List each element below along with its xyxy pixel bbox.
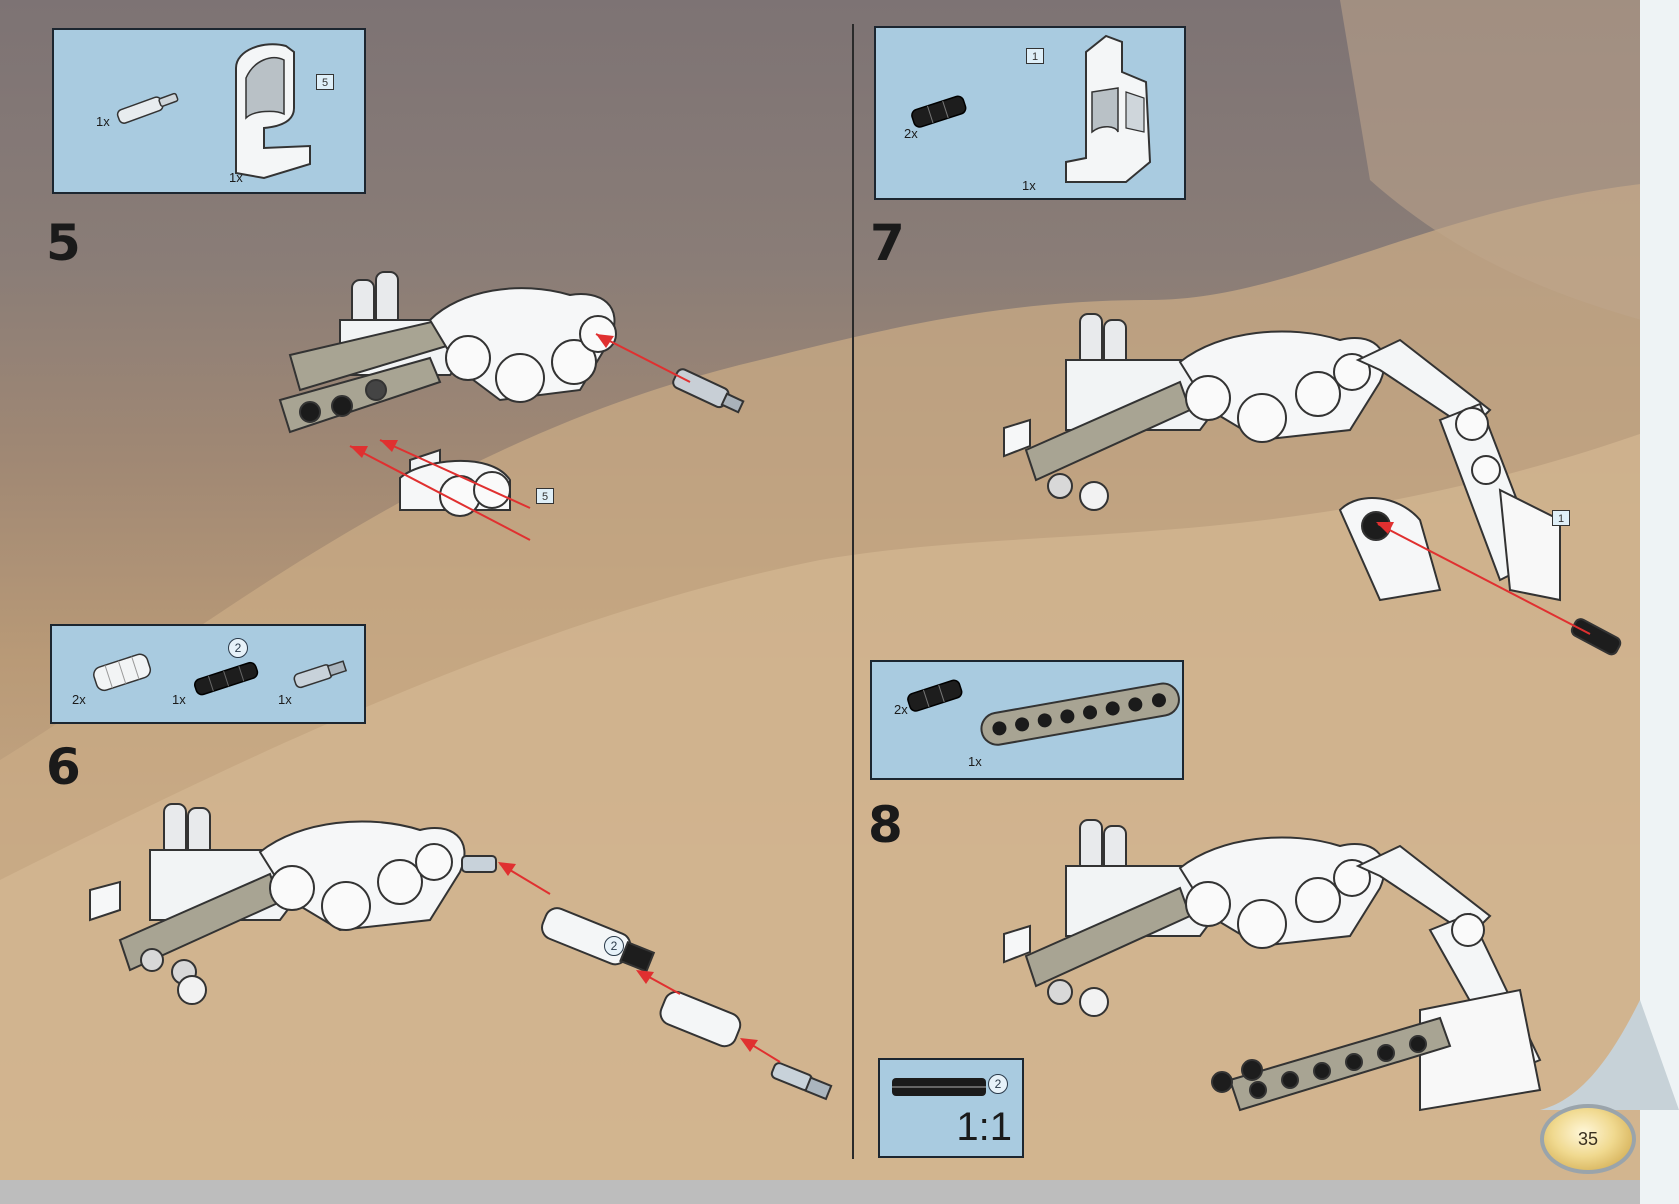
part-quantity: 1x xyxy=(229,170,243,185)
beam-part-icon xyxy=(980,682,1180,746)
step-number: 5 xyxy=(46,214,81,272)
step-8-parts-box: 2x 1x xyxy=(870,660,1184,780)
callout-circle: 2 xyxy=(228,638,248,658)
axle-icon xyxy=(194,661,259,696)
pin-icon xyxy=(293,660,348,689)
page-number: 35 xyxy=(1540,1104,1636,1174)
callout-number: 1 xyxy=(1026,48,1044,64)
axle-scale-icon xyxy=(892,1078,986,1096)
part-quantity: 2x xyxy=(904,126,918,141)
step-5-assembly xyxy=(278,271,745,541)
scale-reference-box: 2 1:1 xyxy=(878,1058,1024,1158)
part-quantity: 2x xyxy=(72,692,86,707)
friction-pin-icon xyxy=(907,679,963,712)
step-6-parts-box: 2x 2 1x 1x xyxy=(50,624,366,724)
part-quantity: 1x xyxy=(1022,178,1036,193)
callout-number: 5 xyxy=(536,488,554,504)
callout-number: 5 xyxy=(316,74,334,90)
step-number: 7 xyxy=(870,214,905,272)
scale-label: 1:1 xyxy=(956,1105,1012,1149)
step-8-assembly xyxy=(1003,819,1542,1112)
part-quantity: 1x xyxy=(968,754,982,769)
axle-pin-icon xyxy=(116,92,179,124)
callout-circle: 2 xyxy=(604,936,624,956)
step-6-assembly xyxy=(89,803,833,1101)
step-number: 6 xyxy=(46,738,81,796)
step-7-assembly xyxy=(1003,313,1622,656)
step-number: 8 xyxy=(868,796,903,854)
callout-number: 1 xyxy=(1552,510,1570,526)
part-quantity: 1x xyxy=(96,114,110,129)
panel-part-icon xyxy=(235,43,311,180)
part-quantity: 1x xyxy=(172,692,186,707)
page-divider xyxy=(852,24,854,1159)
step-7-parts-box: 2x 1 1x xyxy=(874,26,1186,200)
connector-icon xyxy=(93,653,152,692)
friction-pin-icon xyxy=(911,95,967,128)
part-quantity: 1x xyxy=(278,692,292,707)
callout-circle: 2 xyxy=(988,1074,1008,1094)
step-5-parts-box: 1x 5 1x xyxy=(52,28,366,194)
panel-part-icon xyxy=(1065,34,1152,183)
part-quantity: 2x xyxy=(894,702,908,717)
